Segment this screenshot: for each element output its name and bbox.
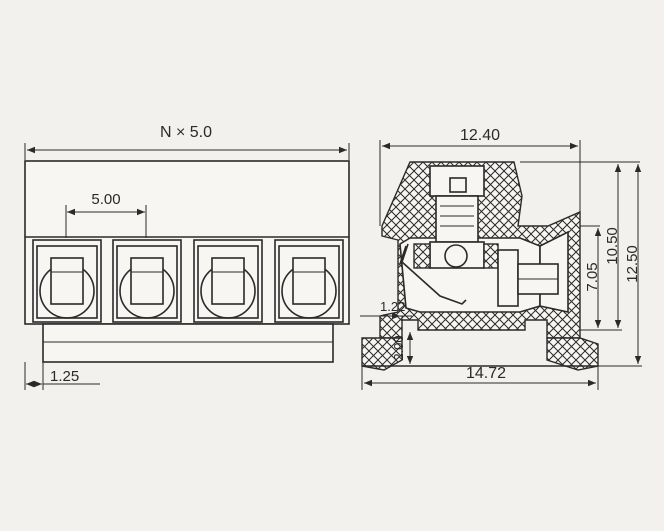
terminal-position-4 [274, 239, 344, 323]
top-width-label: 12.40 [460, 127, 500, 144]
contact-spring [401, 243, 467, 305]
terminal-position-3 [193, 239, 263, 323]
height-7-label: 7.05 [584, 262, 601, 291]
screw-shaft [435, 195, 479, 243]
height-12-label: 12.50 [624, 245, 641, 283]
clamp-side-right [483, 243, 499, 269]
overall-width-label: N × 5.0 [160, 124, 212, 141]
clamp-hole [444, 244, 468, 268]
clamp-side-left [413, 243, 431, 269]
terminal-position-2 [112, 239, 182, 323]
clamp-block [429, 241, 485, 269]
offset-200-label: 2.00 [391, 335, 406, 360]
bottom-width-label: 14.72 [466, 365, 506, 382]
side-view: 12.40 7.05 [360, 127, 642, 390]
height-10-label: 10.50 [604, 227, 621, 265]
front-view: N × 5.0 5.00 [24, 124, 350, 390]
screw-slot [449, 177, 467, 193]
contact-pin [497, 249, 519, 307]
terminal-position-1 [32, 239, 102, 323]
offset-122-label: 1.22 [380, 299, 405, 314]
side-offset-label: 1.25 [50, 368, 79, 385]
front-base-rail [42, 323, 334, 363]
pitch-label: 5.00 [91, 191, 120, 208]
